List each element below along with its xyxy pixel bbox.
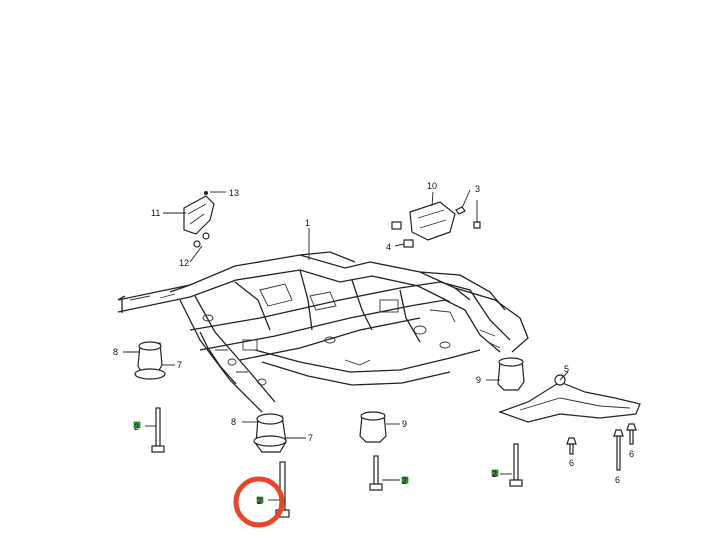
callout-2-right: 2 [492,469,497,479]
callout-5: 5 [564,364,569,374]
green-markers [133,421,499,504]
callout-1: 1 [305,218,310,228]
callout-3: 3 [475,184,480,194]
callout-2-highlighted: 2 [257,496,262,506]
callout-7-lower: 7 [308,433,313,443]
crossmember-frame [117,251,529,413]
bracket-10 [409,201,456,241]
isolator-left-upper [134,341,166,380]
fastener-4 [391,221,414,248]
bolt-2-center [369,455,383,491]
bolt-13 [204,191,208,195]
callout-labels: 1 2 2 2 2 3 4 5 6 6 6 7 7 8 8 9 9 10 11 … [113,181,634,506]
callout-6-b: 6 [615,475,620,485]
highlight-ring [233,476,285,528]
isolator-left-lower [253,413,287,453]
isolator-right [497,357,525,391]
callout-13: 13 [229,188,239,198]
callout-7-upper: 7 [177,360,182,370]
isolator-center [359,411,387,443]
nut-6-b [613,429,624,471]
callout-4: 4 [386,242,391,252]
callout-2-center: 2 [402,476,407,486]
bolt-12 [193,232,210,248]
callout-8-lower: 8 [231,417,236,427]
leader-lines [123,189,569,501]
callout-6-a: 6 [569,458,574,468]
shield-11 [183,195,215,235]
callout-10: 10 [427,181,437,191]
fastener-3 [455,200,481,229]
callout-8-upper: 8 [113,347,118,357]
callout-9-center: 9 [402,419,407,429]
callout-12: 12 [179,258,189,268]
nut-6-c [626,423,637,445]
bolt-2-left [151,407,165,453]
bolt-2-right [509,443,523,487]
callout-9-right: 9 [476,375,481,385]
callout-11: 11 [151,208,160,218]
callout-6-c: 6 [629,449,634,459]
callout-2-left: 2 [134,422,139,432]
nut-6-a [566,437,577,455]
